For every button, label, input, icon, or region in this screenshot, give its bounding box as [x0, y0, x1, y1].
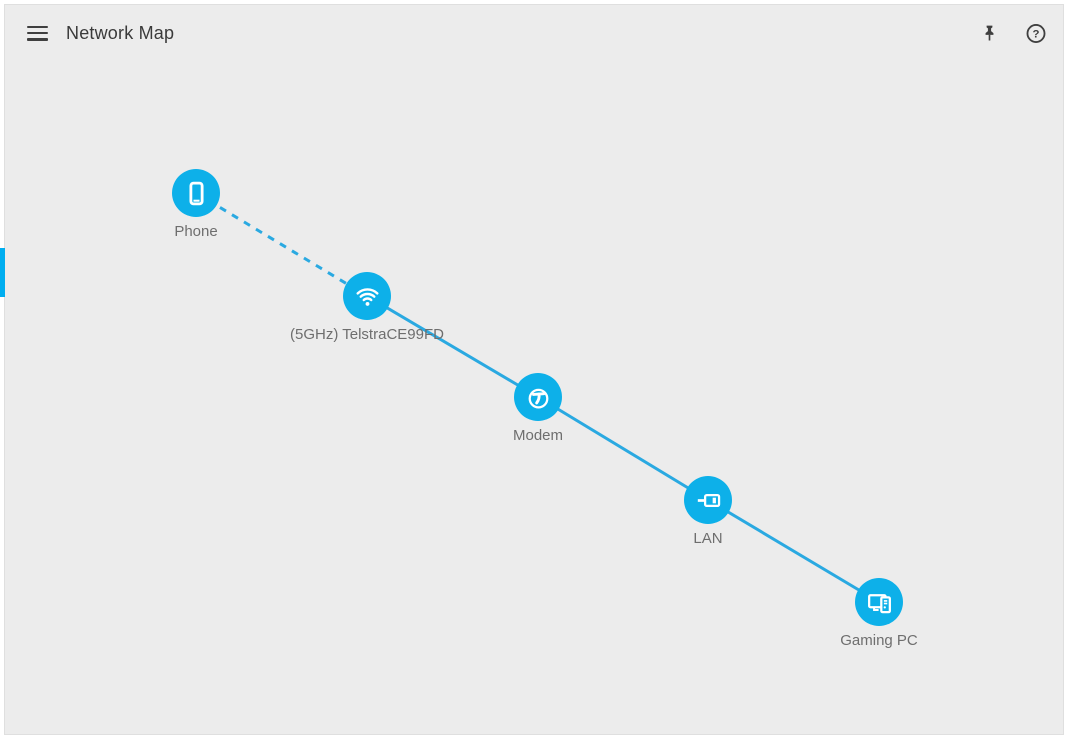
network-link-phone-wifi_5ghz	[195, 191, 368, 298]
network-link-modem-lan	[537, 395, 709, 502]
node-label: Phone	[174, 223, 218, 240]
pushpin-icon[interactable]	[978, 22, 1000, 44]
telstra-icon	[514, 373, 562, 421]
network-link-wifi_5ghz-modem	[366, 294, 539, 399]
page-title: Network Map	[66, 22, 175, 43]
node-label: LAN	[693, 530, 723, 547]
wifi-icon	[343, 272, 391, 320]
hamburger-menu-icon[interactable]	[27, 25, 48, 41]
ethernet-icon	[684, 476, 732, 524]
network-link-lan-gaming_pc	[707, 498, 880, 604]
node-label: (5GHz) TelstraCE99FD	[290, 326, 444, 343]
node-label: Modem	[512, 427, 564, 444]
help-icon[interactable]: ?	[1025, 22, 1047, 44]
node-label: Gaming PC	[840, 632, 918, 649]
network-map-panel: Network Map ? Phone(5GHz) Telst	[4, 4, 1064, 735]
header: Network Map ?	[5, 5, 1063, 61]
header-actions: ?	[978, 22, 1047, 44]
network-links	[195, 191, 880, 604]
left-accent-indicator	[0, 248, 5, 297]
phone-icon	[172, 169, 220, 217]
svg-text:?: ?	[1033, 28, 1040, 40]
devices-icon	[855, 578, 903, 626]
